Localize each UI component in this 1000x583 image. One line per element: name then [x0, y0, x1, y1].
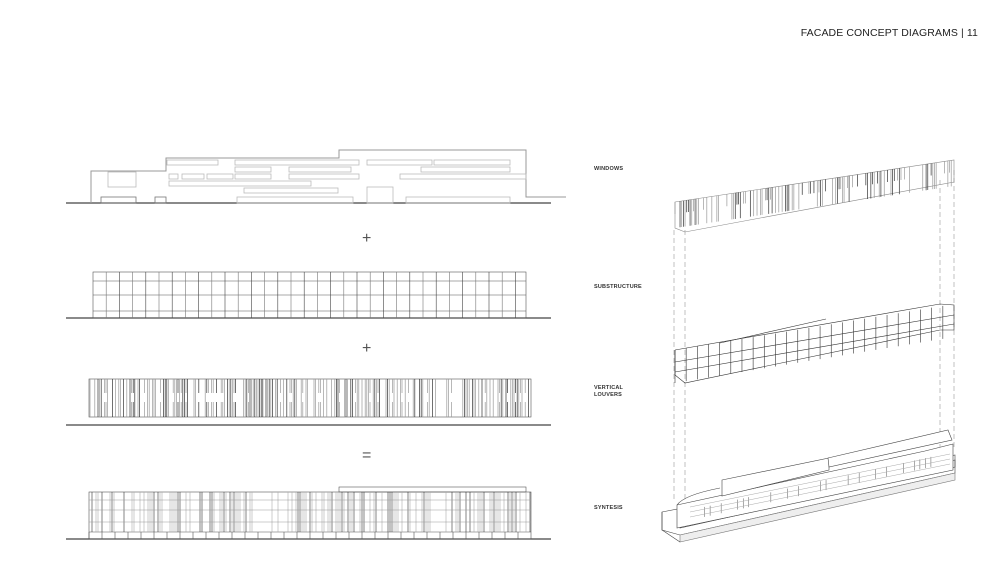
axo-louver-layer: [674, 159, 955, 233]
plus-operator-2: +: [362, 340, 372, 357]
axonometric-view: [661, 159, 956, 543]
label-line-1: VERTICAL: [594, 385, 624, 391]
axo-building-model: [661, 429, 956, 543]
louvers-elevation: [66, 378, 551, 426]
plus-operator-1: +: [362, 230, 372, 247]
label-windows: WINDOWS: [594, 166, 624, 172]
page-title: FACADE CONCEPT DIAGRAMS | 11: [800, 27, 978, 39]
label-line-2: LOUVERS: [594, 392, 622, 398]
windows-elevation: [66, 149, 566, 204]
label-vertical-louvers: VERTICAL LOUVERS: [594, 385, 623, 399]
syntesis-elevation: [66, 486, 551, 540]
label-substructure: SUBSTRUCTURE: [594, 284, 642, 290]
substructure-elevation: [66, 271, 551, 319]
equals-operator: =: [362, 447, 372, 464]
axo-substructure-layer: [674, 303, 955, 384]
label-syntesis: SYNTESIS: [594, 505, 623, 511]
